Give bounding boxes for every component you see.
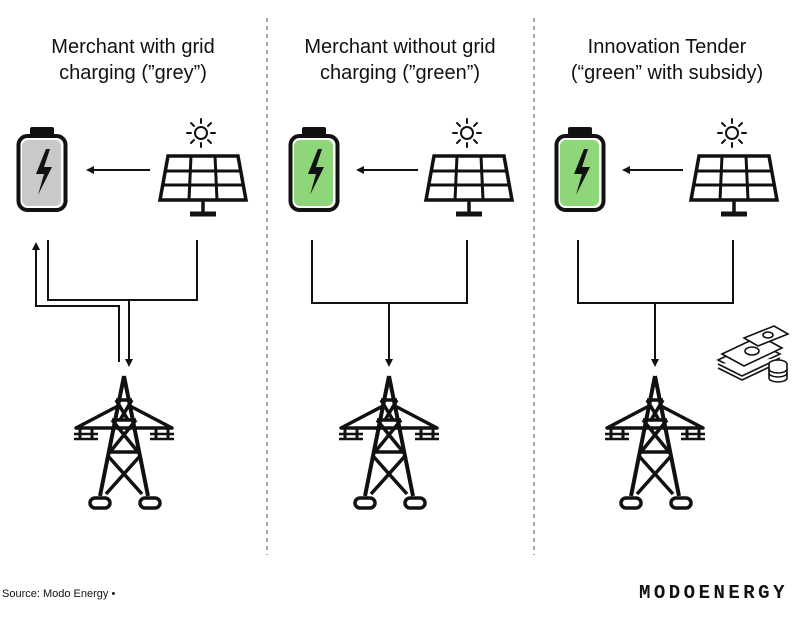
grid-charging-arrow [32, 242, 120, 362]
brand-logo: MODOENERGY [638, 582, 788, 604]
panel-title-line: Merchant without grid [304, 36, 496, 58]
battery-icon [554, 125, 606, 212]
solar-panel-icon [426, 156, 512, 214]
panel-title-innovation: Innovation Tender (“green” with subsidy) [534, 34, 800, 86]
panel-innovation [554, 118, 790, 510]
panel-title-line: Innovation Tender [587, 36, 747, 58]
panel-title-line: charging (”green”) [319, 62, 481, 84]
panel-title-line: (“green” with subsidy) [570, 62, 764, 84]
export-line [311, 240, 468, 304]
battery-icon [16, 125, 68, 212]
export-line [47, 240, 198, 301]
sun-icon [186, 118, 216, 148]
sun-icon [717, 118, 747, 148]
solar-panel-icon [691, 156, 777, 214]
panel-title-green: Merchant without grid charging (”green”) [267, 34, 533, 86]
export-line [577, 240, 734, 304]
transmission-tower-icon [337, 374, 441, 510]
transmission-tower-icon [603, 374, 707, 510]
source-note: Source: Modo Energy • [2, 588, 116, 600]
panel-grey [16, 118, 247, 510]
panel-title-line: charging (”grey”) [59, 62, 207, 84]
solar-panel-icon [160, 156, 246, 214]
panel-green [288, 118, 513, 510]
panel-title-line: Merchant with grid [51, 36, 215, 58]
sun-icon [452, 118, 482, 148]
money-stack-icon [716, 325, 790, 383]
panel-title-grey: Merchant with grid charging (”grey”) [0, 34, 266, 86]
battery-icon [288, 125, 340, 212]
transmission-tower-icon [72, 374, 176, 510]
